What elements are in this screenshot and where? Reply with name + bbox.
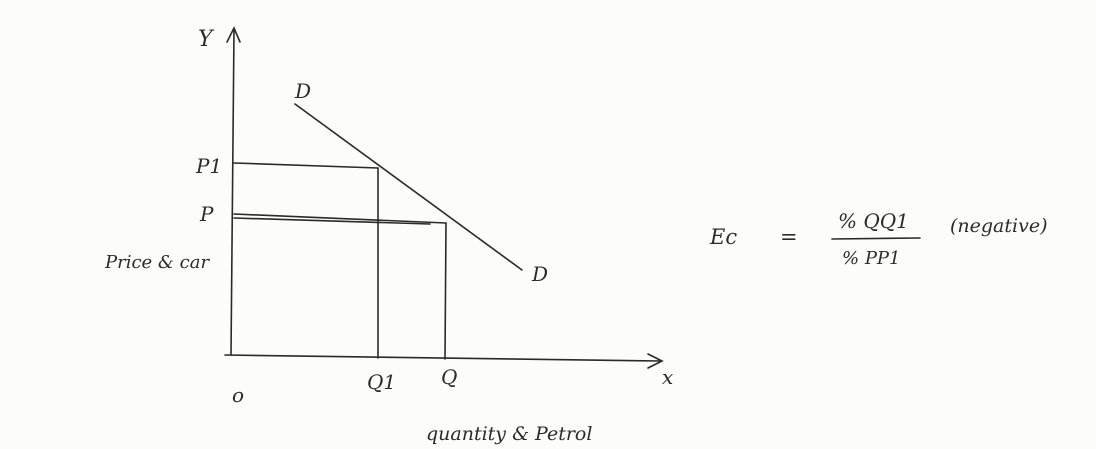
price-line-p-stroke2	[233, 217, 431, 225]
quantity-label-q1: Q1	[367, 370, 396, 394]
quantity-line-q	[444, 222, 447, 360]
quantity-label-q: Q	[441, 365, 457, 389]
x-axis	[224, 354, 661, 362]
x-axis-arrow	[647, 353, 664, 369]
price-label-p: P	[199, 202, 214, 226]
demand-label-start: D	[294, 79, 311, 103]
y-axis	[230, 29, 235, 356]
formula-equals: =	[780, 225, 798, 249]
y-axis-label: Y	[198, 27, 215, 52]
demand-label-end: D	[531, 262, 548, 286]
formula-numerator: % QQ1	[838, 209, 909, 233]
price-line-p	[233, 213, 447, 224]
formula-lhs: Ec	[709, 225, 737, 249]
x-axis-title: quantity & Petrol	[426, 423, 592, 445]
price-label-p1: P1	[195, 154, 222, 178]
formula-note: (negative)	[950, 215, 1048, 237]
x-axis-label: x	[662, 365, 673, 389]
price-line-p1	[233, 162, 379, 169]
formula-denominator: % PP1	[842, 248, 901, 269]
y-axis-arrow	[226, 26, 241, 43]
y-axis-title: Price & car	[104, 252, 210, 273]
demand-curve	[294, 103, 523, 271]
formula-fraction-bar	[831, 237, 921, 240]
origin-label: o	[232, 383, 244, 407]
